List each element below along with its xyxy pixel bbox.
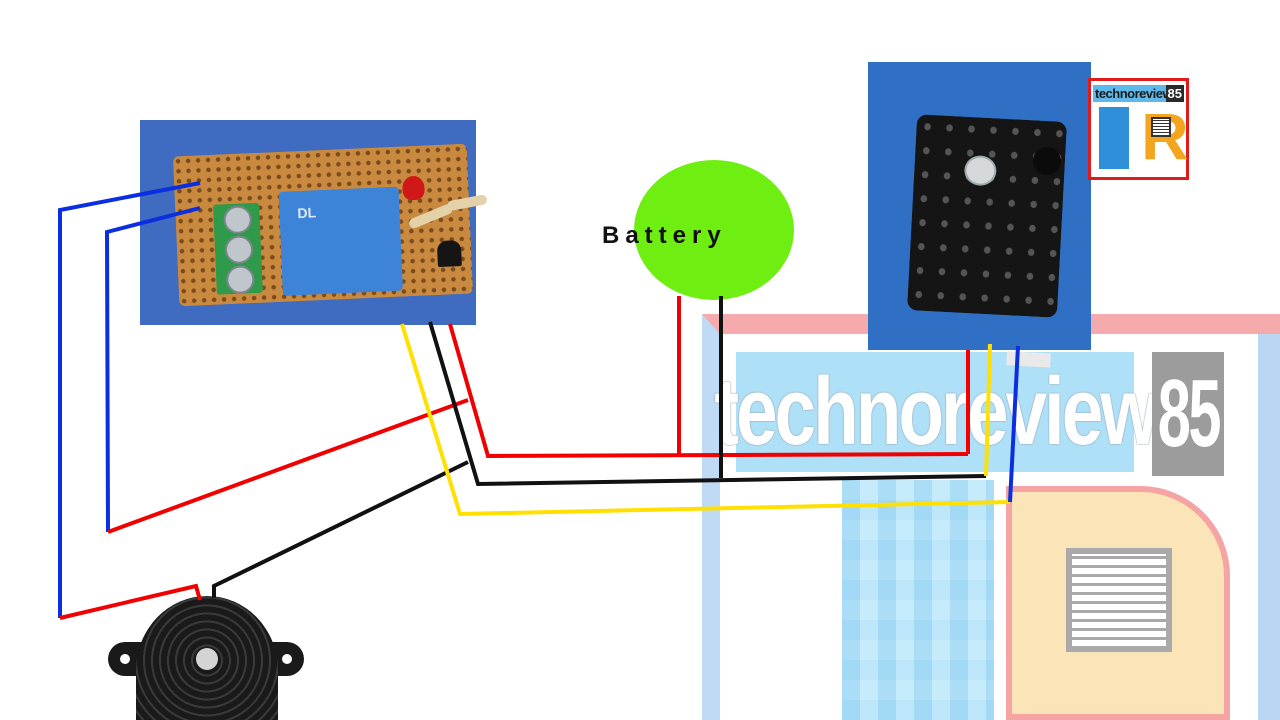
yellow-wire-sensor [984,343,992,477]
logo-document-icon [1151,117,1171,137]
blue-wire-relay-inner [104,206,201,533]
logo-number: 85 [1165,85,1184,102]
mount-hole [120,654,130,664]
watermark-mosaic [842,480,994,720]
black-wire-buzzer [212,460,469,598]
black-wire-relay [428,321,987,487]
red-wire-relay [448,323,969,459]
red-wire-junction [107,398,469,534]
blue-wire-sensor [1008,345,1020,503]
watermark-number: 85 [1157,360,1221,467]
watermark-text: technoreview [714,358,1158,465]
channel-logo: R technoreview 85 [1088,78,1189,180]
ir-sensor-image [868,62,1091,368]
red-wire-buzzer [59,583,202,620]
buzzer-center [196,648,218,670]
watermark-side-bar [1258,334,1280,720]
battery-symbol [634,160,794,300]
watermark-number-box: 85 [1152,352,1224,476]
logo-blue-block [1099,107,1129,169]
blue-wire-relay-outer [58,181,201,618]
logo-text: technoreview [1093,85,1175,102]
yellow-wire-relay [400,323,1011,517]
watermark-document-icon [1066,548,1172,652]
relay-module-image: DL [140,120,488,325]
battery-label: Battery [602,222,727,249]
watermark-banner: technoreview [714,352,1159,472]
mount-hole [282,654,292,664]
